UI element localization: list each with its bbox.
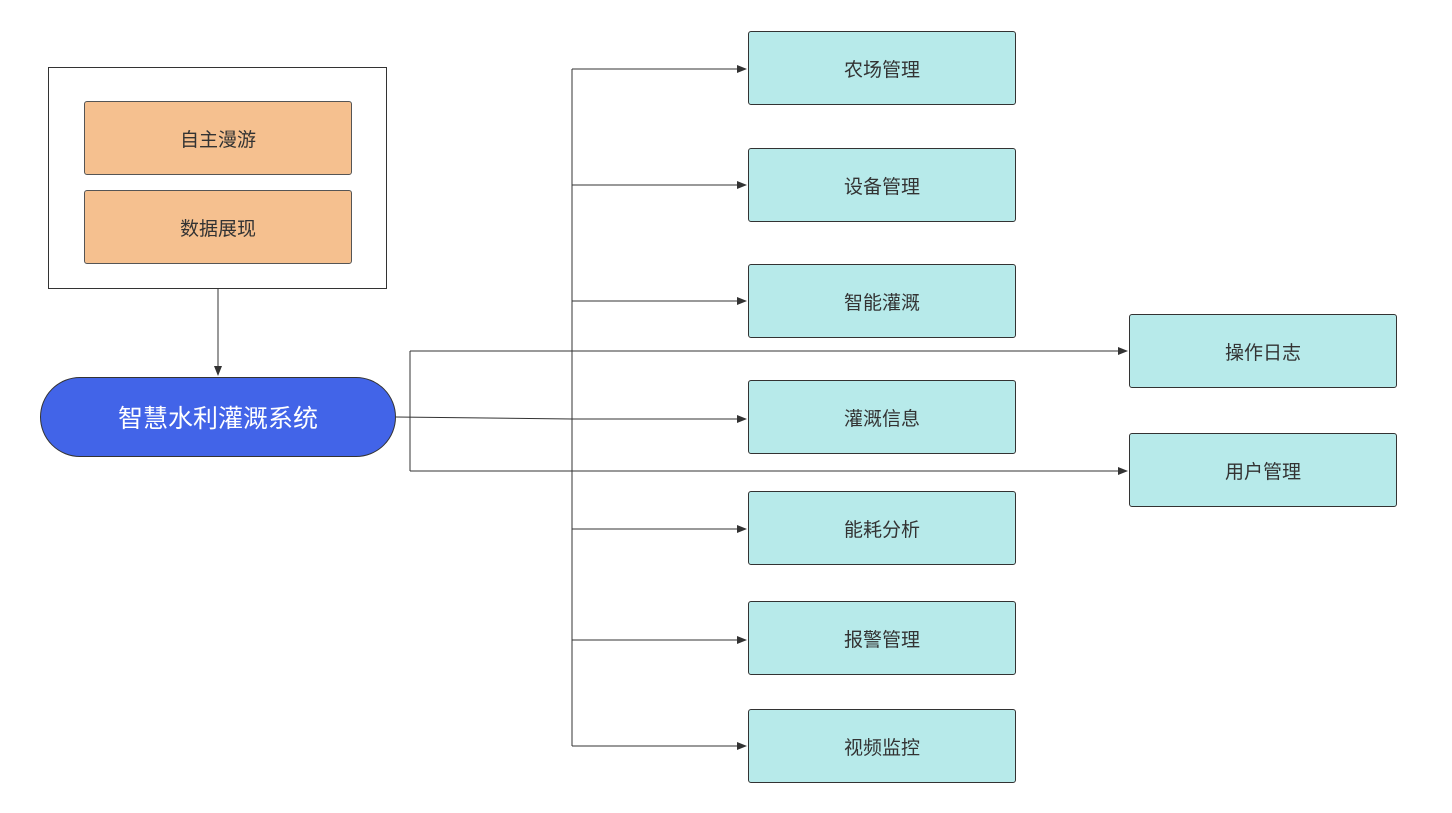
module-alarm-management-label: 报警管理 [843,628,920,651]
module-farm-management-label: 农场管理 [843,58,920,81]
module-alarm-management: 报警管理 [748,601,1016,675]
module-device-management: 设备管理 [748,148,1016,222]
root-system-node: 智慧水利灌溉系统 [40,377,396,457]
module-smart-irrigation: 智能灌溉 [748,264,1016,338]
module-video-monitoring: 视频监控 [748,709,1016,783]
module-energy-analysis: 能耗分析 [748,491,1016,565]
module-video-monitoring-label: 视频监控 [843,736,920,759]
module-user-management-label: 用户管理 [1224,460,1301,483]
module-user-management: 用户管理 [1129,433,1397,507]
module-energy-analysis-label: 能耗分析 [843,518,920,541]
frontend-module-roaming-label: 自主漫游 [179,128,256,151]
module-device-management-label: 设备管理 [843,175,920,198]
module-smart-irrigation-label: 智能灌溉 [843,291,920,314]
root-system-label: 智慧水利灌溉系统 [117,404,318,433]
frontend-module-data-display-label: 数据展现 [179,217,256,240]
module-operation-log-label: 操作日志 [1224,341,1301,364]
module-farm-management: 农场管理 [748,31,1016,105]
module-irrigation-info: 灌溉信息 [748,380,1016,454]
module-irrigation-info-label: 灌溉信息 [843,407,920,430]
frontend-module-data-display: 数据展现 [84,190,352,264]
frontend-module-roaming: 自主漫游 [84,101,352,175]
edge-root-to-trunk [395,416,573,420]
module-operation-log: 操作日志 [1129,314,1397,388]
